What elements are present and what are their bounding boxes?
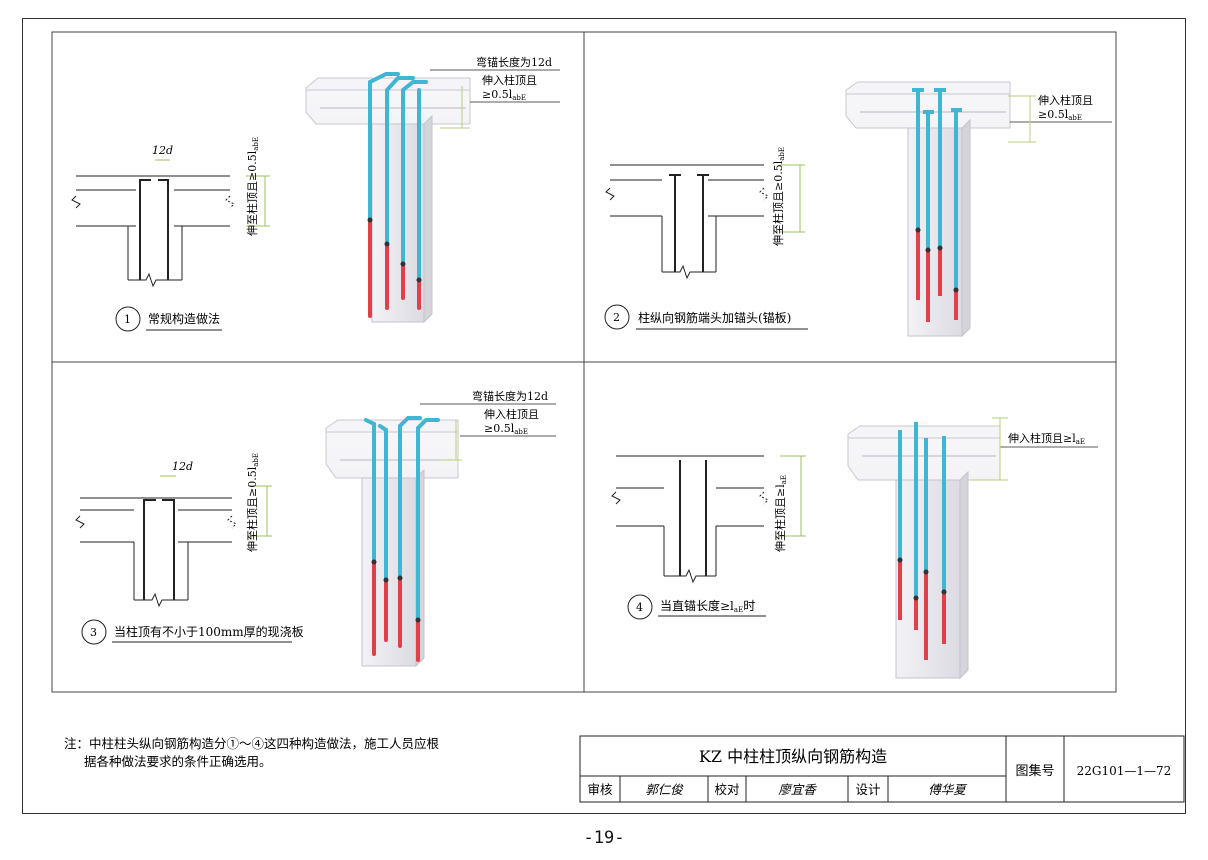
panel-2-number: 2	[613, 311, 620, 324]
panel-1: 12d 伸至柱顶且≥0.5labE	[71, 55, 560, 332]
panel-frames	[51, 31, 1117, 693]
panel-2-caption: 柱纵向钢筋端头加锚头(锚板)	[638, 310, 791, 325]
note-line-1: 注：中柱柱头纵向钢筋构造分①～④这四种构造做法，施工人员应根	[64, 736, 440, 751]
panel-1-3d-model	[305, 72, 471, 324]
panel-1-12d-label: 12d	[152, 144, 173, 157]
panel-3-3d-model	[325, 416, 459, 668]
panel-4-number: 4	[636, 601, 643, 614]
panel-4-caption: 当直锚长度≥laE时	[660, 598, 755, 614]
drawing-sheet	[22, 18, 1186, 814]
panel-2-number-circle	[604, 304, 630, 330]
panel-3-number: 3	[90, 626, 97, 639]
panel-1-number-circle	[115, 306, 141, 332]
check-label: 校对	[714, 782, 739, 797]
panel-4-3d-model	[847, 422, 1001, 680]
panel-3-section-drawing	[75, 475, 272, 608]
panel-4-number-circle	[627, 594, 653, 620]
panel-1-vertical-label: 伸至柱顶且≥0.5labE	[245, 137, 260, 236]
atlas-number: 22G101—1—72	[1077, 764, 1172, 778]
panel-4-rebars	[898, 422, 946, 660]
title-block-title: KZ 中柱柱顶纵向钢筋构造	[699, 747, 887, 766]
panel-2-vertical-label: 伸至柱顶且≥0.5labE	[771, 147, 786, 246]
page-number: -19-	[583, 828, 625, 848]
panel-2-3d-model	[845, 81, 1011, 338]
panel-4-section-drawing	[611, 455, 806, 584]
designer-name: 傅华夏	[928, 782, 968, 797]
panel-2: 伸至柱顶且≥0.5labE	[604, 81, 1112, 338]
reviewer-name: 郭仁俊	[645, 782, 684, 797]
atlas-label: 图集号	[1015, 763, 1054, 779]
panel-1-caption: 常规构造做法	[148, 311, 220, 326]
panel-2-rebars	[916, 92, 958, 322]
panel-1-section-drawing	[71, 159, 270, 288]
note-line-2: 据各种做法要求的条件正确选用。	[84, 754, 272, 769]
panel-3-12d-label: 12d	[172, 460, 193, 473]
panel-3-annotation-mid: 伸入柱顶且	[484, 407, 539, 421]
panel-3-number-circle	[81, 619, 107, 645]
panel-1-annotation-mid: 伸入柱顶且	[482, 73, 537, 87]
panel-4-annotation-mid: 伸入柱顶且≥laE	[1008, 431, 1085, 446]
panel-2-annotation-bot: ≥0.5labE	[1038, 108, 1082, 122]
panel-4-vertical-label: 伸至柱顶且≥laE	[773, 475, 788, 552]
design-label: 设计	[855, 782, 880, 797]
panel-1-number: 1	[124, 313, 131, 326]
panel-2-annotation-mid: 伸入柱顶且	[1038, 93, 1093, 107]
review-label: 审核	[587, 782, 613, 797]
panel-1-annotation-bot: ≥0.5labE	[482, 88, 526, 102]
panel-3: 12d 伸至柱顶且≥0.5labE	[75, 389, 556, 668]
panel-2-section-drawing	[605, 164, 805, 280]
panel-3-rebars	[364, 416, 440, 662]
panel-1-rebars	[368, 72, 428, 318]
panel-3-annotation-bot: ≥0.5labE	[484, 422, 528, 436]
title-block	[579, 735, 1185, 803]
panel-4: 伸至柱顶且≥laE 伸入柱顶且≥laE	[611, 417, 1098, 680]
checker-name: 廖宜香	[778, 782, 817, 797]
panel-1-annotation-top: 弯锚长度为12d	[476, 55, 552, 69]
panel-3-annotation-top: 弯锚长度为12d	[472, 389, 548, 403]
panel-3-vertical-label: 伸至柱顶且≥0.5labE	[245, 453, 260, 552]
panel-3-caption: 当柱顶有不小于100mm厚的现浇板	[114, 624, 304, 639]
